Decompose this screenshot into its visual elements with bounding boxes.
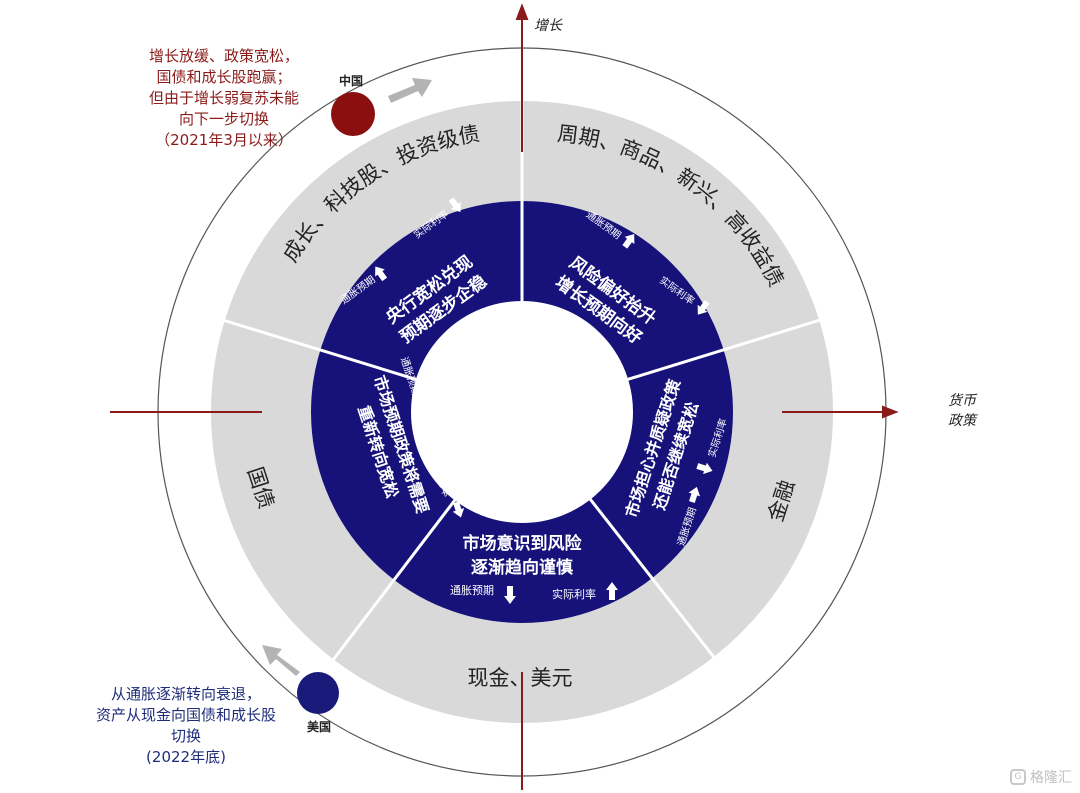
china-note-line-4: 向下一步切换: [178, 110, 269, 128]
down-arrow-icon: [696, 462, 713, 475]
china-note: 增长放缓、政策宽松， 国债和成长股跑赢； 但由于增长弱复苏未能 向下一步切换 （…: [104, 46, 344, 151]
up-arrow-icon: [606, 582, 618, 600]
y-axis-label: 增长: [534, 18, 563, 34]
inner-title-line-1: 市场意识到风险: [463, 533, 583, 554]
china-label: 中国: [339, 73, 363, 88]
us-note-line-2: 资产从现金向国债和成长股: [95, 706, 276, 724]
svg-text:通胀预期: 通胀预期: [450, 584, 494, 597]
indicator-inflation-expectation: 通胀预期: [450, 584, 516, 604]
svg-text:实际利率: 实际利率: [552, 587, 596, 601]
china-note-line-1: 增长放缓、政策宽松，: [148, 47, 299, 65]
us-label: 美国: [307, 719, 331, 734]
axes: [110, 3, 899, 790]
china-note-line-5: （2021年3月以来）: [155, 131, 293, 149]
watermark-logo-icon: G: [1010, 769, 1026, 785]
x-axis-arrowhead: [882, 405, 899, 419]
china-note-line-3: 但由于增长弱复苏未能: [148, 89, 299, 107]
inner-title-line-2: 逐渐趋向谨慎: [471, 557, 573, 578]
up-arrow-icon: [622, 233, 635, 249]
us-note-line-3: 切换: [170, 727, 201, 745]
down-arrow-icon: [504, 586, 516, 604]
us-note-line-1: 从通胀逐渐转向衰退，: [110, 685, 261, 703]
y-axis-arrowhead: [515, 3, 529, 20]
us-direction-arrow-icon: [262, 645, 300, 676]
up-arrow-icon: [375, 266, 388, 282]
x-axis-label-line-2: 政策: [948, 413, 978, 429]
outer-label-bottom: 现金、美元: [468, 666, 573, 690]
down-arrow-icon: [452, 501, 465, 518]
center-hub: [412, 302, 632, 522]
watermark-text: 格隆汇: [1030, 770, 1072, 786]
us-marker: [297, 672, 339, 714]
us-note: 从通胀逐渐转向衰退， 资产从现金向国债和成长股 切换 (2022年底): [56, 684, 316, 768]
up-arrow-icon: [688, 486, 701, 503]
down-arrow-icon: [448, 197, 461, 212]
indicator-real-rate: 实际利率: [552, 582, 618, 601]
inner-sector-bottom: 市场意识到风险 逐渐趋向谨慎 通胀预期 实际利率: [450, 533, 618, 604]
us-note-line-4: (2022年底): [146, 748, 226, 766]
down-arrow-icon: [697, 300, 710, 315]
china-note-line-2: 国债和成长股跑赢；: [156, 68, 292, 86]
china-direction-arrow-icon: [388, 78, 432, 103]
x-axis-label-line-1: 货币: [948, 393, 978, 409]
china-marker: [331, 92, 375, 136]
watermark: G 格隆汇: [1010, 767, 1072, 787]
down-arrow-icon: [421, 399, 434, 417]
